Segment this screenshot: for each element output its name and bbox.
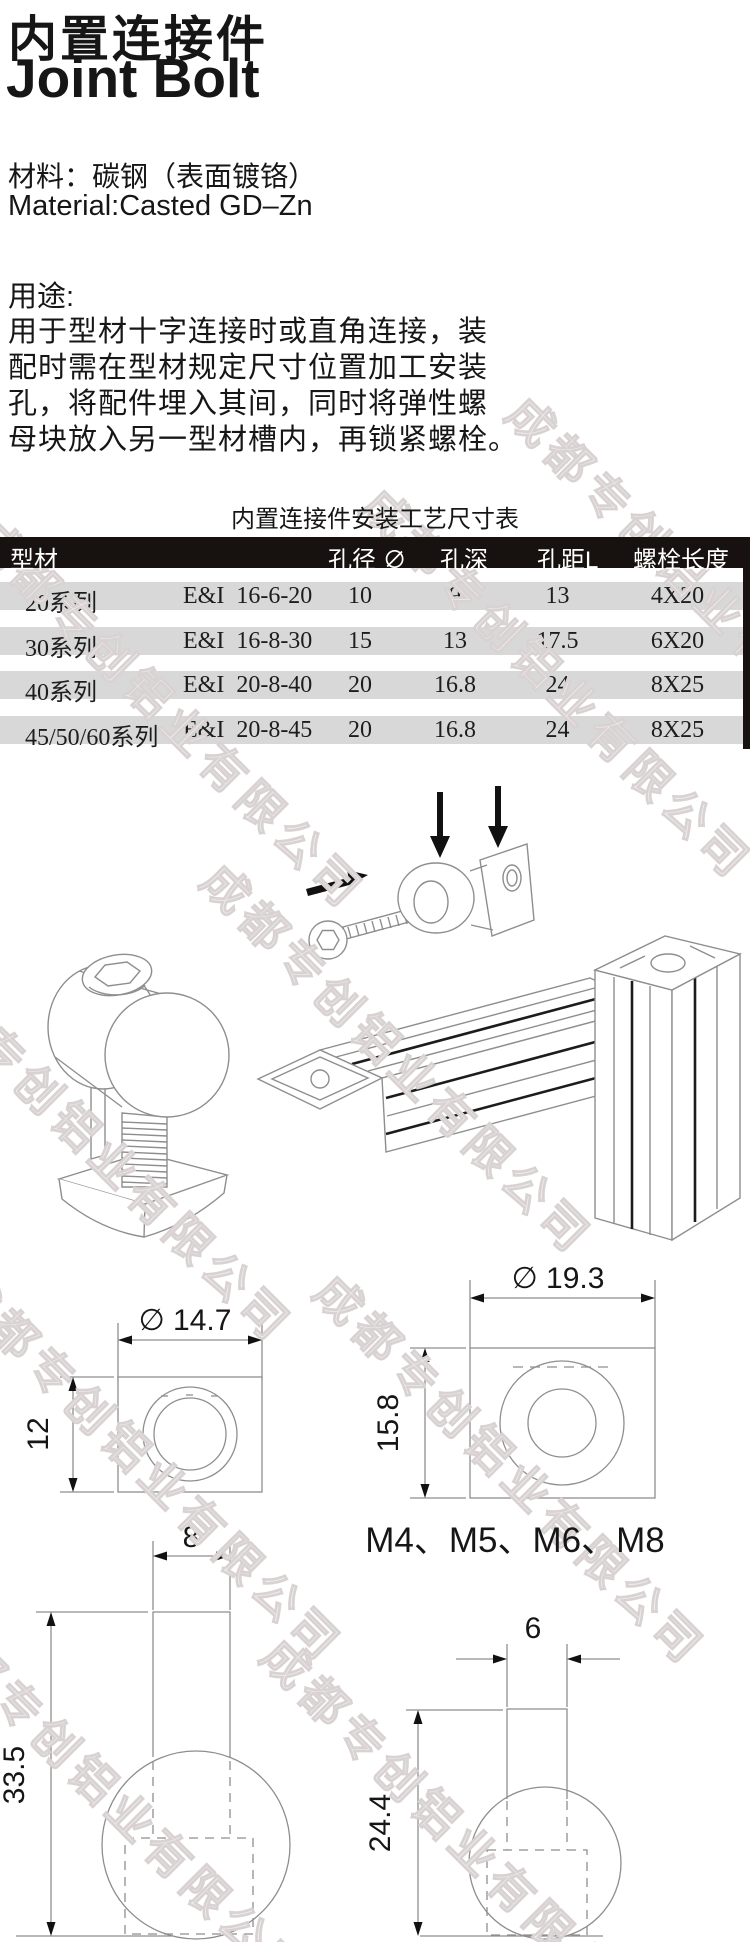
assembly-arrows: [306, 786, 508, 896]
table-row: 40系列 E&I 20-8-40 20 16.8 24 8X25: [0, 671, 750, 706]
dim-label-height-15-8: 15.8: [372, 1394, 405, 1452]
cell-bolt-len: 4X20: [650, 583, 705, 609]
cell-series: 20系列: [25, 591, 97, 617]
thread-spec: M4、M5、M6、M8: [365, 1521, 665, 1560]
col-header-hole-dia: 孔径 ∅: [328, 547, 407, 574]
usage-line: 母块放入另一型材槽内，再锁紧螺栓。: [8, 424, 519, 456]
table-right-border: [743, 537, 750, 749]
cell-hole-dia: 20: [348, 717, 372, 743]
nut-front-dim-small-figure: ∅ 14.7 12: [22, 1304, 263, 1493]
table-header: 型材 孔径 ∅ 孔深 孔距L 螺栓长度: [0, 537, 750, 574]
cell-series: 45/50/60系列: [25, 725, 159, 751]
cell-hole-dist: 17.5: [536, 628, 579, 654]
dim-label-dia-19-3: ∅ 19.3: [512, 1262, 605, 1295]
page-title-en: Joint Bolt: [6, 47, 260, 109]
bolt-side-dim-small-figure: 6 24.4: [364, 1612, 622, 1940]
assembly-exploded-figure: [256, 786, 742, 1242]
usage-line: 孔，将配件埋入其间，同时将弹性螺: [8, 388, 489, 420]
cell-hole-depth: 13: [443, 628, 467, 654]
joint-bolt-isometric-figure: [47, 953, 230, 1238]
table-title: 内置连接件安装工艺尺寸表: [231, 506, 519, 533]
cell-hole-dia: 20: [348, 672, 372, 698]
cell-model: E&I 20-8-45: [183, 717, 313, 743]
page-title-cn: 内置连接件: [8, 13, 269, 67]
cell-hole-depth: 16.8: [434, 672, 476, 698]
cell-series: 30系列: [25, 636, 97, 662]
cell-hole-dist: 13: [545, 583, 570, 609]
col-header-series: 型材: [10, 547, 58, 574]
cell-bolt-len: 8X25: [650, 672, 705, 698]
cell-model: E&I 16-8-30: [183, 628, 313, 654]
cell-hole-depth: 16.8: [434, 717, 476, 743]
col-header-hole-dist: 孔距L: [537, 547, 599, 574]
nut-front-dim-large-figure: ∅ 19.3 15.8: [372, 1262, 656, 1499]
usage-line: 配时需在型材规定尺寸位置加工安装: [8, 352, 489, 384]
dim-label-height-33-5: 33.5: [0, 1746, 31, 1804]
material-en: Material:Casted GD–Zn: [8, 190, 313, 222]
cell-model: E&I 16-6-20: [183, 583, 313, 609]
cell-model: E&I 20-8-40: [183, 672, 313, 698]
usage-label: 用途:: [8, 281, 75, 313]
usage-line: 用于型材十字连接时或直角连接，装: [8, 316, 489, 348]
dim-label-dia-14-7: ∅ 14.7: [139, 1304, 232, 1337]
cell-hole-dist: 24: [545, 672, 570, 698]
dim-label-width-8: 8: [183, 1521, 200, 1554]
dim-label-height-24-4: 24.4: [364, 1794, 397, 1852]
cell-series: 40系列: [25, 680, 97, 706]
cell-hole-depth: 9: [449, 583, 461, 609]
col-header-bolt-len: 螺栓长度: [633, 547, 729, 574]
table-row: 30系列 E&I 16-8-30 15 13 17.5 6X20: [0, 627, 750, 662]
col-header-hole-depth: 孔深: [440, 547, 488, 574]
dim-label-width-6: 6: [525, 1612, 542, 1645]
bolt-side-dim-large-figure: 8 33.5: [0, 1521, 291, 1940]
cell-bolt-len: 6X20: [650, 628, 705, 654]
table-row: 20系列 E&I 16-6-20 10 9 13 4X20: [0, 582, 750, 617]
dim-label-height-12: 12: [22, 1417, 55, 1450]
cell-hole-dia: 15: [348, 628, 372, 654]
cell-hole-dia: 10: [348, 583, 372, 609]
cell-hole-dist: 24: [545, 717, 570, 743]
table-row: 45/50/60系列 E&I 20-8-45 20 16.8 24 8X25: [0, 716, 750, 751]
cell-bolt-len: 8X25: [650, 717, 705, 743]
material-cn: 材料：碳钢（表面镀铬）: [8, 161, 317, 192]
